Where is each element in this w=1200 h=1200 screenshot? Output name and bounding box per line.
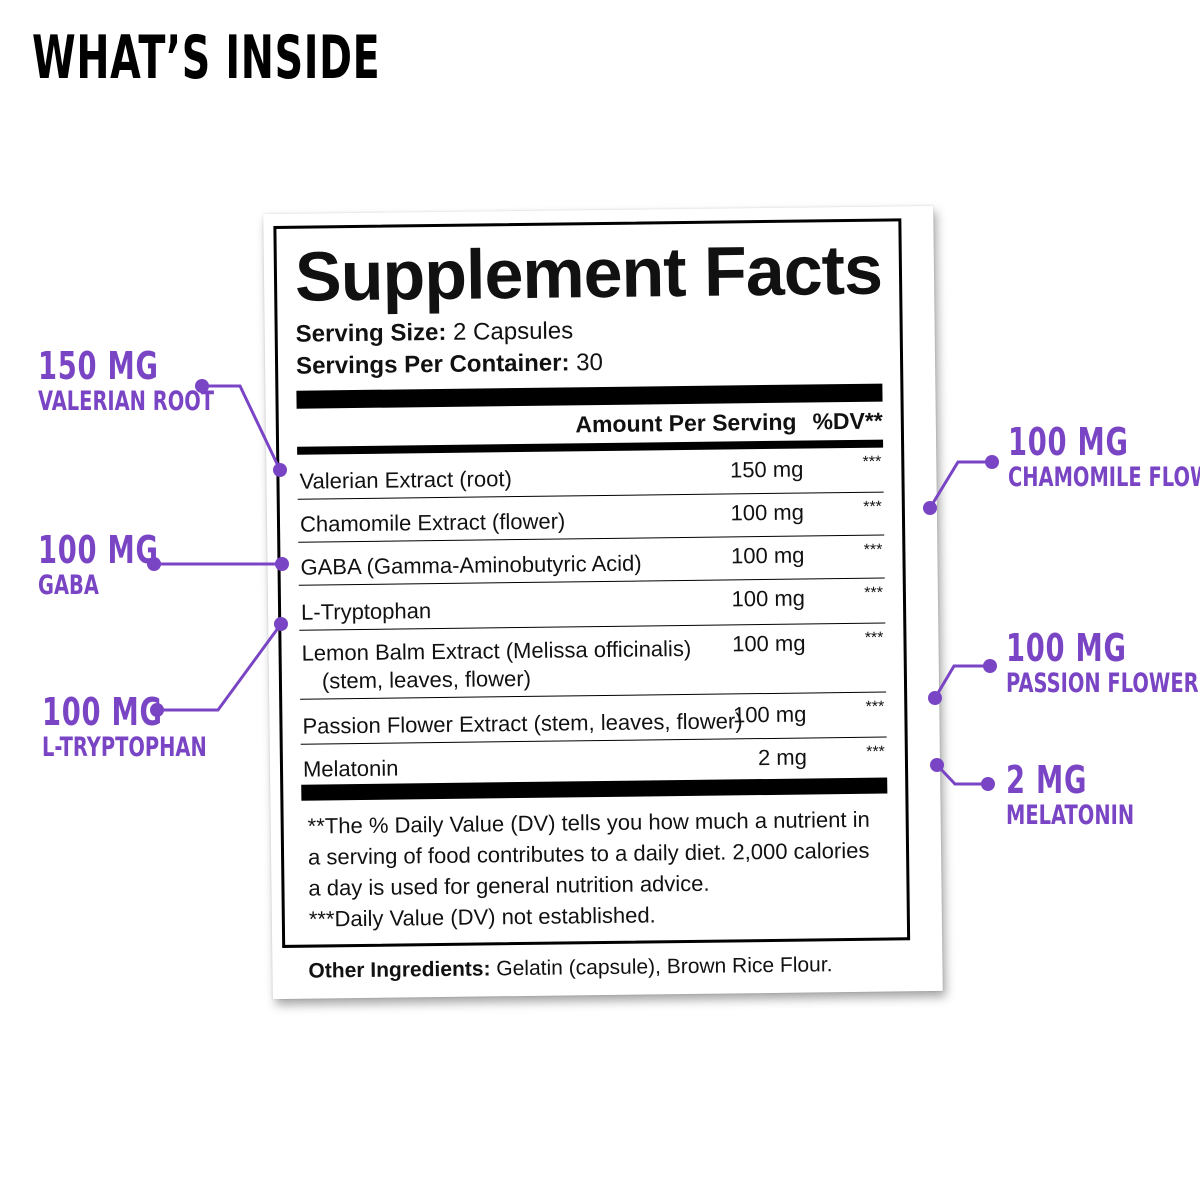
callout-name: GABA [38,570,99,601]
connector-dot [983,659,997,673]
connector-dot [930,758,944,772]
connector-valerian [202,384,282,471]
callout-name: CHAMOMILE FLOWER [1008,462,1200,493]
callout-amount: 150 MG [38,344,159,388]
callout-amount: 100 MG [1006,626,1127,670]
connector-tryptophan [157,623,283,712]
callout-name: MELATONIN [1006,800,1135,831]
connector-dot [150,703,164,717]
callout-melatonin: 2 MG MELATONIN [1006,758,1184,832]
connector-dot [928,691,942,705]
callout-amount: 100 MG [42,690,163,734]
connector-dot [147,557,161,571]
callout-name: L-TRYPTOPHAN [42,732,207,763]
callout-name: VALERIAN ROOT [38,386,215,417]
connector-dot [274,617,288,631]
callout-l-tryptophan: 100 MG L-TRYPTOPHAN [42,690,271,764]
connector-dot [195,379,209,393]
callout-amount: 100 MG [38,528,159,572]
callout-gaba: 100 MG GABA [38,528,206,602]
connector-melatonin [935,763,988,786]
connector-chamomile [928,460,992,509]
callout-passion-flower: 100 MG PASSION FLOWER [1006,626,1200,700]
callout-chamomile-flower: 100 MG CHAMOMILE FLOWER [1008,420,1200,494]
connector-dot [923,501,937,515]
connector-dot [275,557,289,571]
connector-passion [933,664,990,699]
connector-dot [985,455,999,469]
page-title: WHAT’S INSIDE [32,23,381,93]
callout-amount: 2 MG [1006,758,1088,802]
connector-dot [981,777,995,791]
callout-name: PASSION FLOWER [1006,668,1199,699]
connector-dot [273,463,287,477]
callout-valerian-root: 150 MG VALERIAN ROOT [38,344,282,418]
callout-amount: 100 MG [1008,420,1129,464]
